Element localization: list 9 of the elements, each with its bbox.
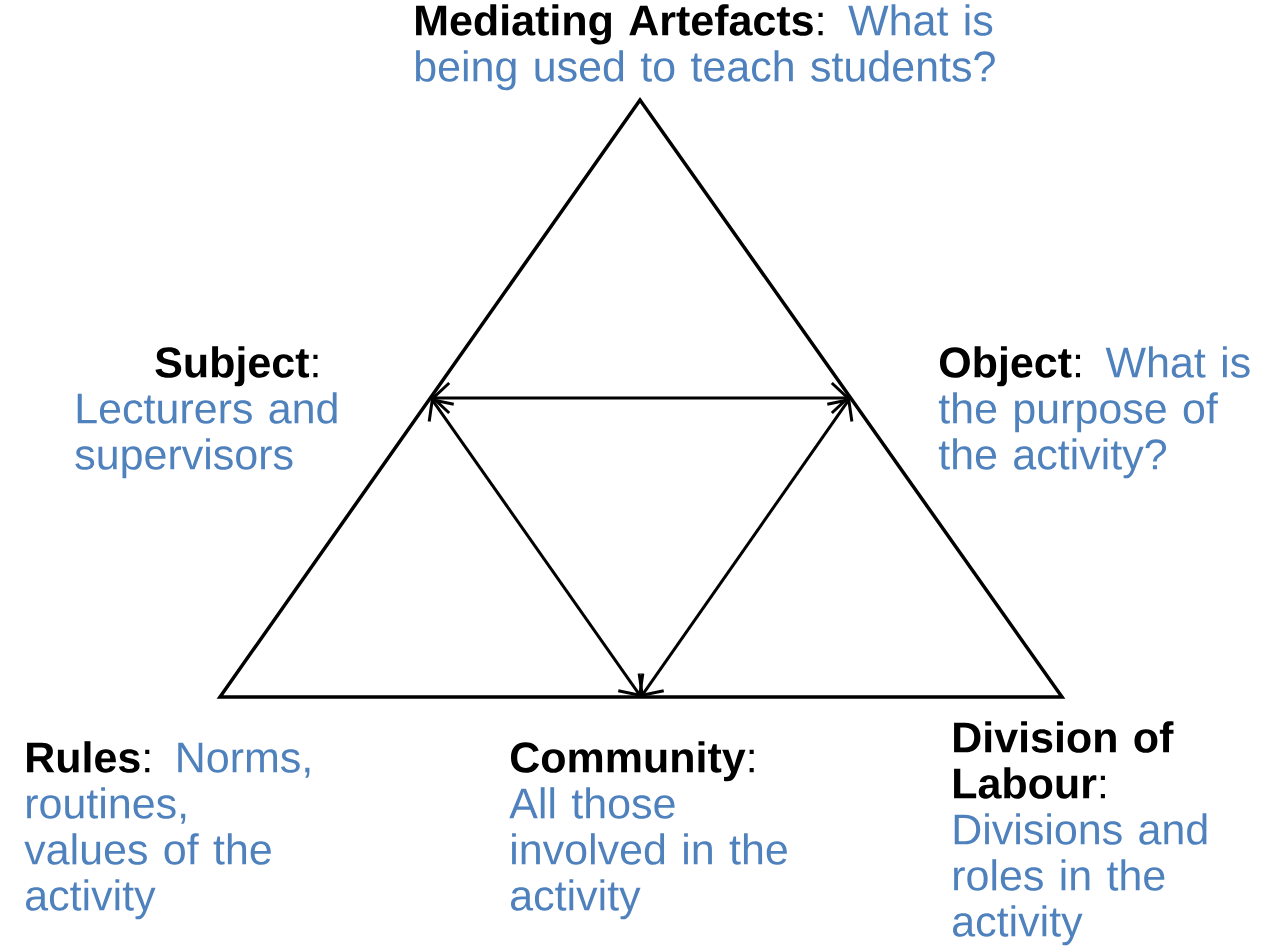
arrow	[431, 381, 850, 415]
vertex-label: Subject: Lecturers and supervisors	[75, 346, 337, 479]
arrow	[637, 398, 854, 697]
vertex-label: Community: All those involved in the activity	[509, 741, 787, 920]
vertex-label: Division of Labour: Divisions and roles in the activity	[953, 721, 1207, 946]
vertex-label: Rules: Norms, routines, values of the activity	[24, 741, 310, 920]
vertex-label: Object: What is the purpose of the activity?	[938, 346, 1250, 479]
vertex-label: Mediating Artefacts: What is being used to teach students?	[416, 4, 995, 91]
arrow	[427, 398, 645, 697]
